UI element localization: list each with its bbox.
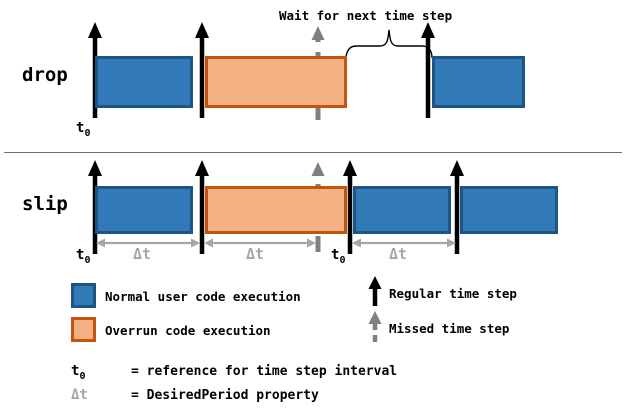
regular-time-step-arrow bbox=[421, 22, 435, 118]
legend-regular-time-step-arrow bbox=[368, 276, 382, 306]
legend-swatch-overrun bbox=[71, 317, 96, 342]
legend: Normal user code execution Overrun code … bbox=[0, 276, 626, 417]
t0-subscript: 0 bbox=[84, 127, 91, 139]
definition-text-t0: = reference for time step interval bbox=[131, 364, 398, 379]
definition-symbol-t0: t0 bbox=[71, 363, 86, 382]
definition-text-dt: = DesiredPeriod property bbox=[131, 388, 319, 403]
delta-t-label: Δt bbox=[133, 245, 152, 263]
row-divider bbox=[4, 152, 622, 153]
delta-t-span-arrow bbox=[204, 238, 316, 248]
drop-row-label: drop bbox=[22, 64, 68, 86]
regular-time-step-arrow bbox=[450, 160, 464, 254]
t0-symbol: t bbox=[76, 120, 85, 136]
legend-missed-time-step-arrow bbox=[368, 311, 382, 342]
definition-symbol-dt: Δt bbox=[71, 387, 88, 403]
drop-row: drop Wait for next time step bbox=[0, 0, 626, 152]
delta-t-label: Δt bbox=[389, 245, 408, 263]
slip-row-label: slip bbox=[22, 193, 68, 215]
t0-subscript: 0 bbox=[339, 254, 346, 266]
normal-execution-block bbox=[95, 56, 193, 108]
t0-subscript: 0 bbox=[84, 254, 91, 266]
delta-t-span-arrow bbox=[96, 238, 200, 248]
normal-execution-block bbox=[95, 186, 193, 234]
legend-label-missed-step: Missed time step bbox=[389, 321, 510, 336]
overrun-execution-block bbox=[205, 186, 347, 234]
definition-row-t0: t0 = reference for time step interval bbox=[71, 363, 397, 382]
t0-marker: t0 bbox=[76, 120, 90, 139]
regular-time-step-arrow bbox=[195, 22, 209, 118]
normal-execution-block bbox=[432, 56, 525, 108]
t0-marker: t0 bbox=[331, 247, 345, 266]
t0-symbol: t bbox=[76, 247, 85, 263]
slip-row: slip bbox=[0, 152, 626, 277]
t0-symbol: t bbox=[331, 247, 340, 263]
regular-time-step-arrow bbox=[195, 160, 209, 254]
legend-label-regular-step: Regular time step bbox=[389, 286, 517, 301]
t0-marker: t0 bbox=[76, 247, 90, 266]
normal-execution-block bbox=[460, 186, 558, 234]
overrun-execution-block bbox=[205, 56, 347, 108]
regular-time-step-arrow bbox=[343, 160, 357, 254]
definition-row-dt: Δt = DesiredPeriod property bbox=[71, 387, 319, 403]
legend-label-overrun: Overrun code execution bbox=[105, 323, 271, 338]
normal-execution-block bbox=[353, 186, 451, 234]
delta-t-label: Δt bbox=[246, 245, 265, 263]
wait-caption: Wait for next time step bbox=[279, 8, 453, 23]
delta-t-span-arrow bbox=[352, 238, 456, 248]
legend-swatch-normal bbox=[71, 283, 96, 308]
legend-label-normal: Normal user code execution bbox=[105, 289, 301, 304]
